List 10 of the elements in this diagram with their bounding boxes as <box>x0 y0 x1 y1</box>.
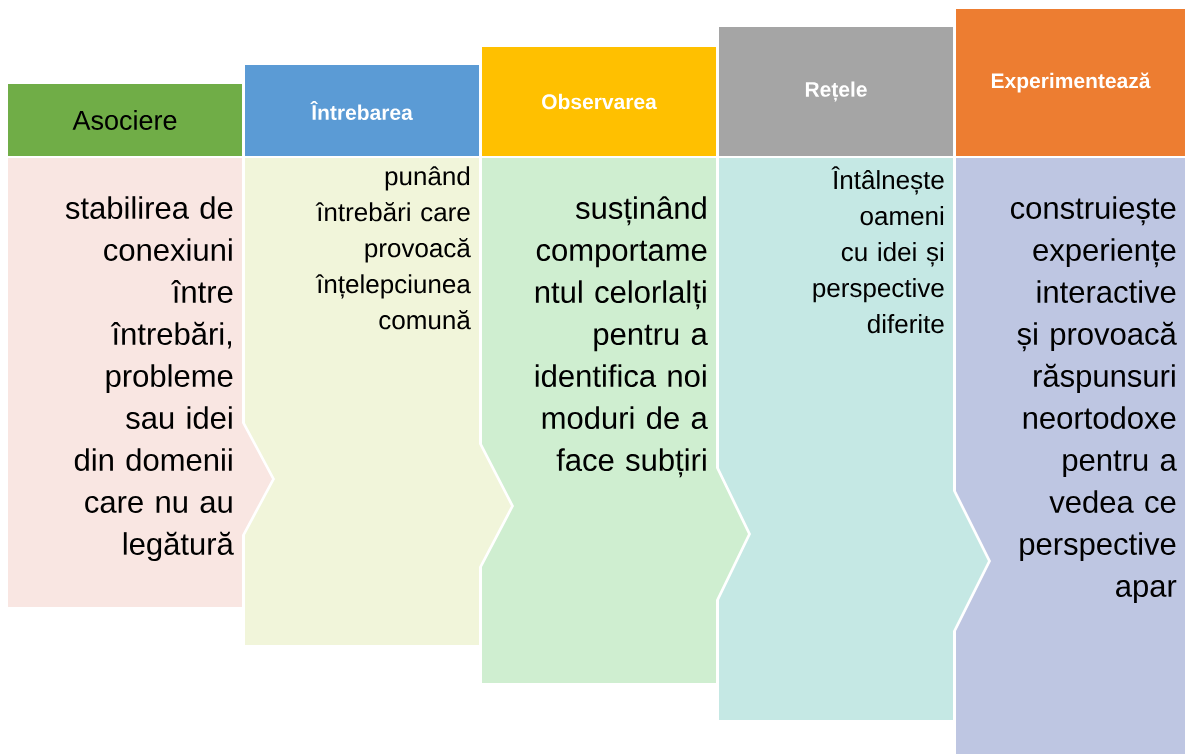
header-box: Întrebarea <box>245 65 479 156</box>
chevron-box: Întâlnește oameni cu idei și perspective diferite <box>719 158 988 720</box>
header-box: Observarea <box>482 47 716 156</box>
chevron-box: stabilirea de conexiuni între întrebări, probleme sau idei din domenii care nu au legătură <box>8 158 272 607</box>
header-box: Asociere <box>8 84 242 156</box>
header-box: Experimentează <box>956 9 1185 156</box>
chevron-box: susținând comportame ntul celorlalți pentru a identifica noi moduri de a face subțiri <box>482 158 748 683</box>
chevron-box: construiește experiențe interactive și provoacă răspunsuri neortodoxe pentru a vedea ce perspective apar <box>956 158 1185 754</box>
header-box: Rețele <box>719 27 953 156</box>
chevron-box: punând întrebări care provoacă înțelepciunea comună <box>245 158 511 645</box>
